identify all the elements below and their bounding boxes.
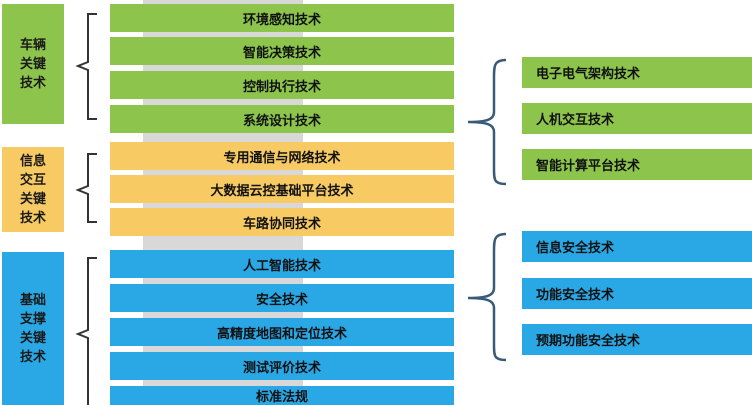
side-item-information-security: 信息安全技术 — [522, 231, 752, 262]
item-environment-perception: 环境感知技术 — [110, 4, 454, 32]
item-label: 智能决策技术 — [242, 45, 321, 61]
item-big-data-cloud-platform: 大数据云控基础平台技术 — [110, 175, 454, 203]
side-item-sotif: 预期功能安全技术 — [522, 324, 752, 355]
item-label: 车路协同技术 — [242, 216, 321, 232]
category-foundation: 基础支撑关键技术 — [2, 252, 64, 405]
bracket-right-bottom — [467, 232, 507, 362]
bracket-vehicle — [75, 13, 97, 120]
item-intelligent-decision: 智能决策技术 — [110, 37, 454, 65]
item-standards-regulations: 标准法规 — [110, 386, 454, 405]
item-artificial-intelligence: 人工智能技术 — [110, 250, 454, 278]
side-item-label: 预期功能安全技术 — [536, 334, 641, 349]
item-label: 专用通信与网络技术 — [223, 150, 341, 166]
bracket-foundation — [75, 257, 97, 405]
item-vehicle-road-cooperation: 车路协同技术 — [110, 208, 454, 236]
side-item-label: 电子电气架构技术 — [536, 67, 641, 82]
item-hd-map-positioning: 高精度地图和定位技术 — [110, 318, 454, 346]
bracket-right-top — [467, 58, 507, 186]
side-item-functional-safety: 功能安全技术 — [522, 278, 752, 309]
item-label: 系统设计技术 — [242, 113, 321, 129]
category-foundation-label: 基础支撑关键技术 — [19, 292, 46, 365]
side-item-ee-architecture: 电子电气架构技术 — [522, 57, 752, 88]
item-label: 大数据云控基础平台技术 — [210, 183, 354, 199]
item-label: 环境感知技术 — [242, 12, 321, 28]
category-info-label: 信息交互关键技术 — [19, 153, 46, 226]
item-label: 安全技术 — [255, 292, 308, 308]
side-item-label: 功能安全技术 — [536, 288, 615, 303]
item-dedicated-communication: 专用通信与网络技术 — [110, 142, 454, 170]
category-vehicle-label: 车辆关键技术 — [19, 37, 46, 91]
item-label: 测试评价技术 — [242, 360, 321, 376]
category-info-interaction: 信息交互关键技术 — [2, 147, 64, 232]
item-label: 人工智能技术 — [242, 258, 321, 274]
side-item-computing-platform: 智能计算平台技术 — [522, 149, 752, 180]
side-item-label: 智能计算平台技术 — [536, 159, 641, 174]
item-system-design: 系统设计技术 — [110, 105, 454, 133]
item-test-evaluation: 测试评价技术 — [110, 352, 454, 380]
category-vehicle: 车辆关键技术 — [2, 4, 64, 124]
side-item-label: 人机交互技术 — [536, 113, 615, 128]
item-label: 标准法规 — [255, 390, 308, 405]
side-item-label: 信息安全技术 — [536, 241, 615, 256]
side-item-hmi: 人机交互技术 — [522, 103, 752, 134]
bracket-info — [75, 153, 97, 223]
item-label: 高精度地图和定位技术 — [216, 326, 347, 342]
item-label: 控制执行技术 — [242, 79, 321, 95]
item-safety: 安全技术 — [110, 284, 454, 312]
item-control-execution: 控制执行技术 — [110, 71, 454, 99]
